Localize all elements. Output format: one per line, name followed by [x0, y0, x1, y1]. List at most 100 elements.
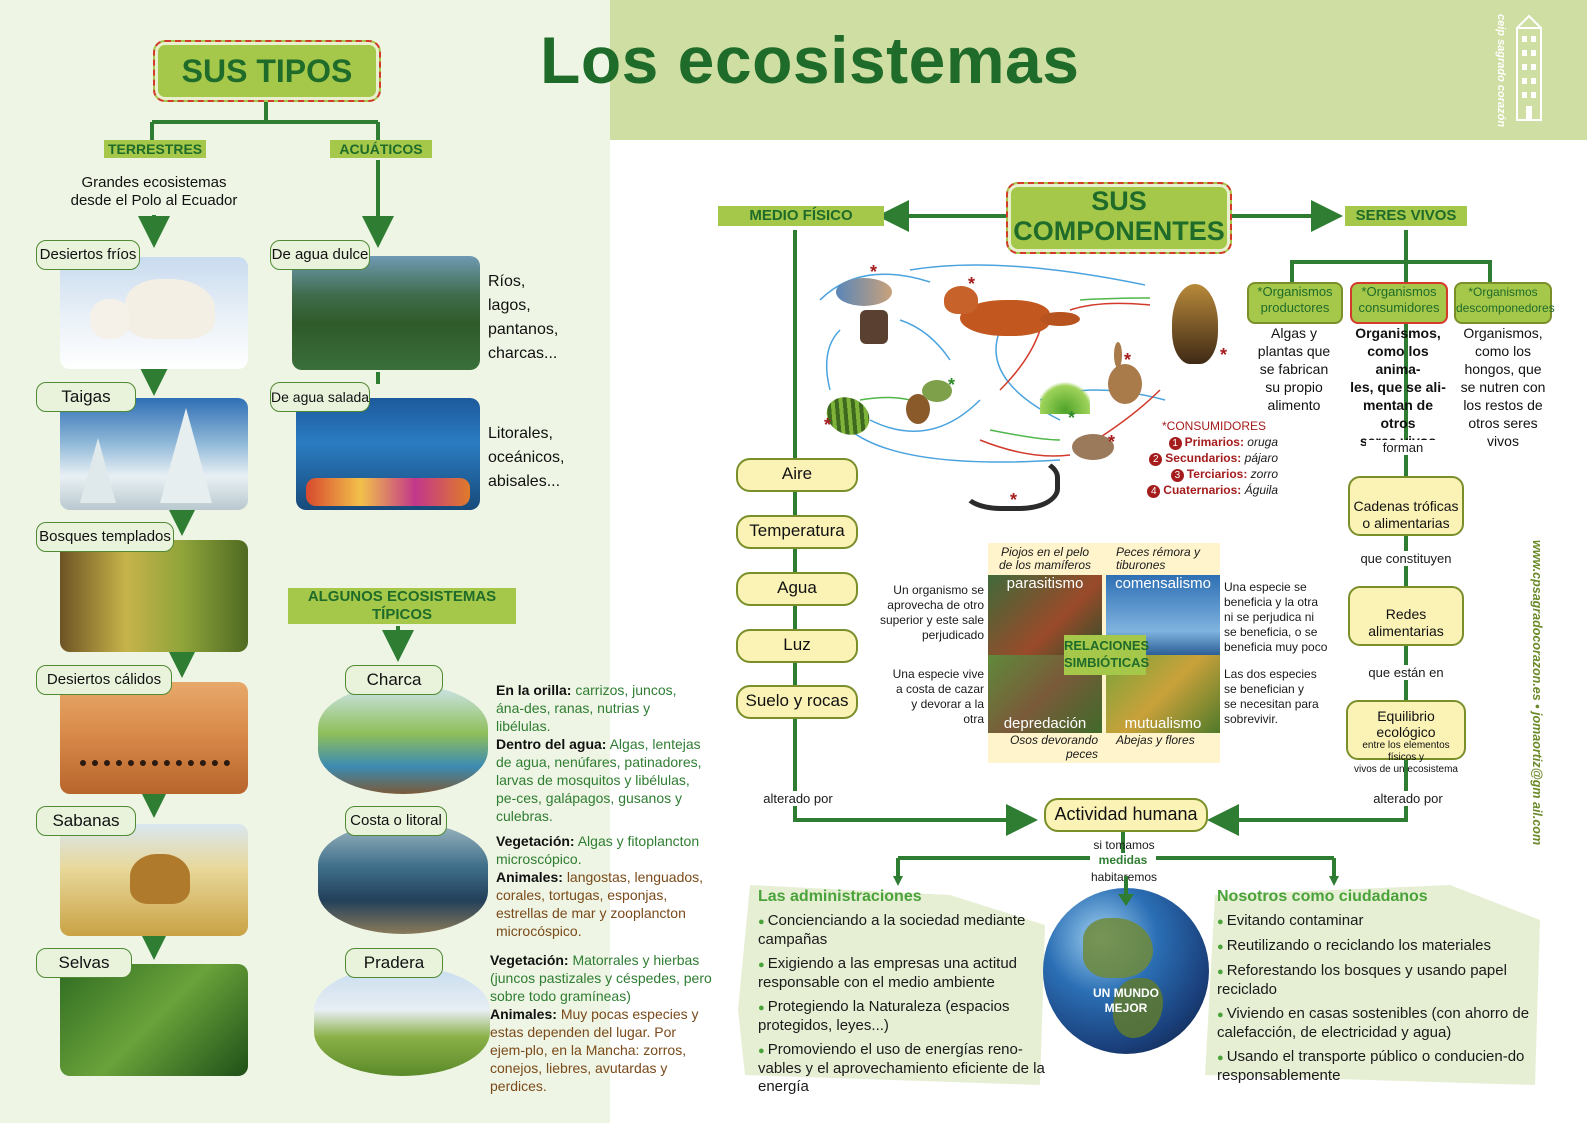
- pill-desiertos-calidos: Desiertos cálidos: [36, 665, 172, 695]
- tree-stump-illustration: [860, 310, 888, 344]
- pill-charca: Charca: [345, 665, 443, 695]
- charca-agua-text: Algas, lentejas de agua, nenúfares, pati…: [496, 736, 702, 824]
- mutualismo-photo: mutualismo: [1106, 655, 1220, 733]
- measure-text: Reforestando los bosques y usando papel …: [1217, 962, 1507, 998]
- star-mark: *: [1010, 490, 1018, 510]
- parasitismo-description: Un organismo se aprovecha de otro superi…: [879, 583, 984, 642]
- que-constituyen-label: que constituyen: [1352, 551, 1460, 566]
- level-label: Primarios:: [1184, 435, 1248, 449]
- comensalismo-caption: Peces rémora y tiburones: [1116, 545, 1201, 572]
- bullet-icon: ●: [758, 1002, 768, 1014]
- medio-fisico-label: MEDIO FÍSICO: [718, 206, 884, 226]
- pill-sabanas: Sabanas: [36, 806, 136, 836]
- sus-tipos-box: SUS TIPOS: [153, 40, 381, 102]
- measure-item: ● Exigiendo a las empresas una actitud r…: [758, 955, 1048, 992]
- costa-ani-text: langostas, lenguados, corales, tortugas,…: [496, 869, 704, 939]
- medio-agua: Agua: [736, 572, 858, 606]
- cadenas-troficas-box: Cadenas tróficas o alimentarias: [1348, 476, 1464, 536]
- charca-orilla-text: carrizos, juncos, ána-des, ranas, nutria…: [496, 682, 677, 734]
- consumidores-description: Organismos, como los anima- les, que se …: [1350, 325, 1446, 449]
- fox-illustration: [940, 282, 1080, 350]
- pill-selvas: Selvas: [36, 948, 132, 978]
- costa-description: Vegetación: Algas y fitoplancton microsc…: [496, 832, 718, 940]
- level-example: oruga: [1247, 435, 1278, 449]
- charca-illustration: [318, 684, 488, 794]
- pill-bosques-templados: Bosques templados: [36, 522, 174, 552]
- measure-text: Viviendo en casas sostenibles (con ahorr…: [1217, 1005, 1530, 1041]
- equilibrio-subtitle: entre los elementos físicos y vivos de u…: [1354, 740, 1458, 775]
- ecosistemas-tipicos-label: ALGUNOS ECOSISTEMAS TÍPICOS: [288, 588, 516, 624]
- pradera-ani-text: Muy pocas especies y estas dependen del …: [490, 1006, 699, 1094]
- earth-globe: UN MUNDO MEJOR: [1043, 888, 1209, 1054]
- bullet-icon: ●: [758, 916, 768, 928]
- measure-item: ● Usando el transporte público o conduci…: [1217, 1048, 1537, 1085]
- mouse-illustration: [1072, 434, 1114, 460]
- arrow-down-icon: [1118, 876, 1134, 906]
- pill-costa: Costa o litoral: [345, 806, 447, 836]
- desiertos-frios-photo: [60, 257, 248, 369]
- productores-box: *Organismos productores: [1247, 282, 1343, 324]
- si-tomamos-label: si tomamos: [1093, 838, 1155, 852]
- level-number-badge: 1: [1168, 437, 1182, 450]
- measure-item: ● Viviendo en casas sostenibles (con aho…: [1217, 1005, 1537, 1042]
- measure-item: ● Protegiendo la Naturaleza (espacios pr…: [758, 998, 1048, 1035]
- medio-temperatura: Temperatura: [736, 515, 858, 549]
- measure-text: Promoviendo el uso de energías reno-vabl…: [758, 1041, 1045, 1095]
- level-example: zorro: [1250, 467, 1278, 481]
- measure-text: Usando el transporte público o conducien…: [1217, 1048, 1525, 1084]
- measure-item: ● Promoviendo el uso de energías reno-va…: [758, 1041, 1048, 1096]
- relaciones-simbioticas-title: RELACIONES SIMBIÓTICAS: [1064, 635, 1149, 675]
- level-number-badge: 2: [1149, 453, 1163, 466]
- bullet-icon: ●: [1217, 1052, 1227, 1064]
- que-estan-en-label: que están en: [1356, 665, 1456, 680]
- charca-orilla-label: En la orilla:: [496, 682, 572, 698]
- measure-text: Evitando contaminar: [1226, 912, 1364, 929]
- ciudadanos-title: Nosotros como ciudadanos: [1217, 888, 1428, 905]
- bullet-icon: ●: [758, 1045, 768, 1057]
- measure-item: ● Reforestando los bosques y usando pape…: [1217, 962, 1537, 999]
- star-mark: *: [870, 262, 878, 282]
- charca-agua-label: Dentro del agua:: [496, 736, 607, 752]
- consumidores-box: *Organismos consumidores: [1350, 282, 1448, 324]
- bullet-icon: ●: [758, 959, 768, 971]
- bullet-icon: ●: [1217, 941, 1227, 953]
- school-logo: ceip sagrado corazón: [1495, 8, 1555, 138]
- level-label: Cuaternarios:: [1163, 483, 1245, 497]
- acuaticos-label: ACUÁTICOS: [330, 140, 432, 158]
- taigas-photo: [60, 398, 248, 510]
- equilibrio-ecologico-box: Equilibrio ecológico entre los elementos…: [1346, 700, 1466, 775]
- level-example: pájaro: [1244, 451, 1278, 465]
- depredacion-caption: Osos devorando peces: [1009, 733, 1098, 761]
- level-number-badge: 4: [1147, 485, 1161, 498]
- star-mark-green: *: [948, 375, 956, 395]
- relaciones-simbioticas-panel: Piojos en el pelo de los mamíferos Peces…: [988, 543, 1220, 763]
- measure-item: ● Reutilizando o reciclando los material…: [1217, 937, 1537, 956]
- terrestres-description: Grandes ecosistemas desde el Polo al Ecu…: [70, 174, 238, 209]
- acorn-illustration: [900, 376, 954, 432]
- measure-text: Reutilizando o reciclando los materiales: [1226, 937, 1492, 954]
- charca-description: En la orilla: carrizos, juncos, ána-des,…: [496, 681, 708, 825]
- pill-pradera: Pradera: [345, 948, 443, 978]
- agua-dulce-description: Ríos, lagos, pantanos, charcas...: [488, 273, 559, 362]
- mutualismo-description: Las dos especies se benefician y se nece…: [1224, 667, 1319, 726]
- star-mark-green: *: [1068, 408, 1076, 428]
- parasitismo-label: parasitismo: [1006, 575, 1084, 592]
- measure-text: Concienciando a la sociedad mediante cam…: [758, 912, 1026, 948]
- sabanas-photo: [60, 824, 248, 936]
- medio-luz: Luz: [736, 629, 858, 663]
- selvas-photo: [60, 964, 248, 1076]
- depredacion-label: depredación: [1003, 715, 1087, 732]
- seres-vivos-label: SERES VIVOS: [1345, 206, 1467, 226]
- measure-text: Protegiendo la Naturaleza (espacios prot…: [758, 998, 1010, 1034]
- measure-text: Exigiendo a las empresas una actitud res…: [758, 955, 1018, 991]
- redes-alimentarias-box: Redes alimentarias: [1348, 586, 1464, 646]
- medio-aire: Aire: [736, 458, 858, 492]
- star-mark: *: [968, 274, 976, 294]
- grass-illustration: [1040, 378, 1090, 414]
- star-mark: *: [1220, 345, 1228, 365]
- bosques-templados-photo: [60, 540, 248, 652]
- bullet-icon: ●: [1217, 1009, 1227, 1021]
- level-number-badge: 3: [1170, 469, 1184, 482]
